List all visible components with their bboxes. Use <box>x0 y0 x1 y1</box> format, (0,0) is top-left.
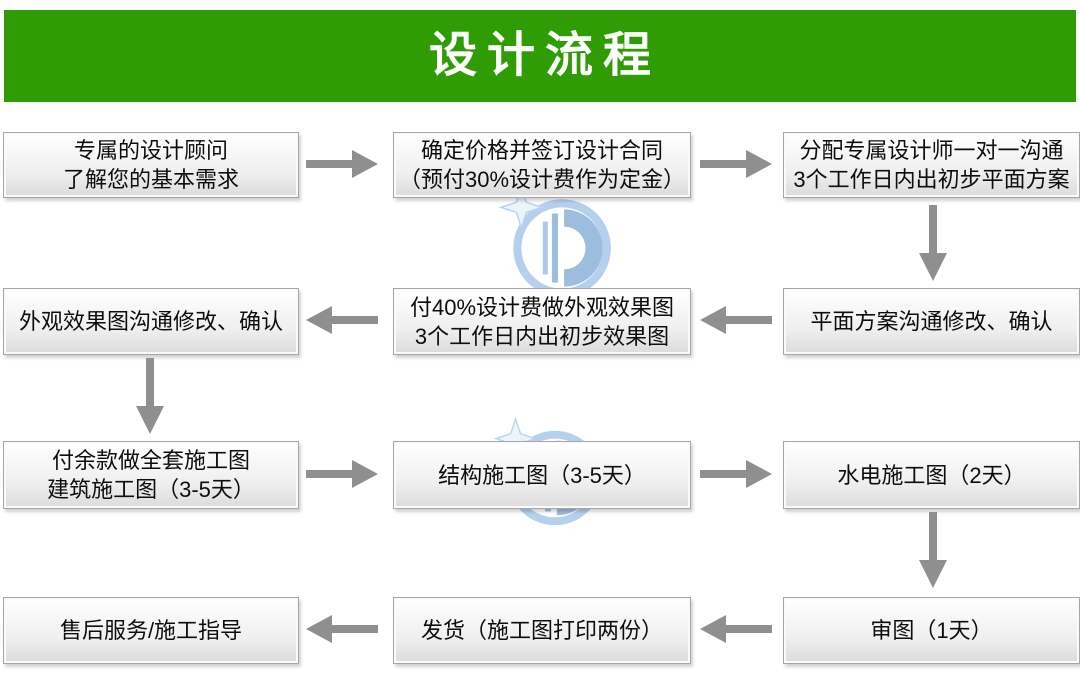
flow-step-contract-deposit: 确定价格并签订设计合同 （预付30%设计费作为定金） <box>393 132 691 198</box>
step-line: 付余款做全套施工图 <box>51 448 250 473</box>
flow-step-render-confirm: 外观效果图沟通修改、确认 <box>3 288 299 355</box>
step-line: 售后服务/施工指导 <box>59 618 243 643</box>
arrow-right-icon <box>700 460 772 488</box>
arrow-left-icon <box>700 306 772 334</box>
step-line: 专属的设计顾问 <box>73 138 228 163</box>
flow-step-plan-confirm: 平面方案沟通修改、确认 <box>783 288 1080 355</box>
arrow-right-icon <box>700 150 772 178</box>
flow-step-delivery: 发货（施工图打印两份） <box>393 597 691 664</box>
step-line: 审图（1天） <box>870 618 993 643</box>
arrow-down-icon <box>919 512 947 588</box>
flow-step-drawing-review: 审图（1天） <box>783 597 1080 664</box>
step-line: 确定价格并签订设计合同 <box>420 138 663 163</box>
arrow-down-icon <box>919 205 947 281</box>
arrow-down-icon <box>136 358 164 434</box>
step-line: 发货（施工图打印两份） <box>420 618 663 643</box>
flow-step-assign-designer: 分配专属设计师一对一沟通 3个工作日内出初步平面方案 <box>783 132 1080 198</box>
step-line: 建筑施工图（3-5天） <box>47 477 255 502</box>
step-line: 水电施工图（2天） <box>837 462 1026 488</box>
step-line: 分配专属设计师一对一沟通 <box>799 138 1064 163</box>
flow-step-structure-drawing: 结构施工图（3-5天） <box>393 441 691 509</box>
flow-step-mep-drawing: 水电施工图（2天） <box>783 441 1080 509</box>
step-line: 3个工作日内出初步平面方案 <box>793 167 1070 192</box>
step-line: 外观效果图沟通修改、确认 <box>18 309 283 334</box>
step-line: 3个工作日内出初步效果图 <box>414 323 670 349</box>
flow-step-after-sales: 售后服务/施工指导 <box>3 597 299 664</box>
arrow-left-icon <box>306 306 378 334</box>
step-line: 结构施工图（3-5天） <box>438 462 646 488</box>
step-line: 了解您的基本需求 <box>62 167 239 192</box>
flow-step-construction-drawing-fee: 付余款做全套施工图 建筑施工图（3-5天） <box>3 441 299 509</box>
arrow-right-icon <box>306 460 378 488</box>
flow-step-render-fee: 付40%设计费做外观效果图 3个工作日内出初步效果图 <box>393 288 691 355</box>
step-line: （预付30%设计费作为定金） <box>398 167 686 192</box>
arrow-right-icon <box>306 150 378 178</box>
arrow-left-icon <box>700 615 772 643</box>
arrow-left-icon <box>306 615 378 643</box>
flow-step-design-consultant: 专属的设计顾问 了解您的基本需求 <box>3 132 299 198</box>
step-line: 付40%设计费做外观效果图 <box>409 294 675 320</box>
step-line: 平面方案沟通修改、确认 <box>810 309 1053 334</box>
page-title: 设计流程 <box>428 29 661 82</box>
header-banner: 设计流程 <box>4 10 1076 102</box>
